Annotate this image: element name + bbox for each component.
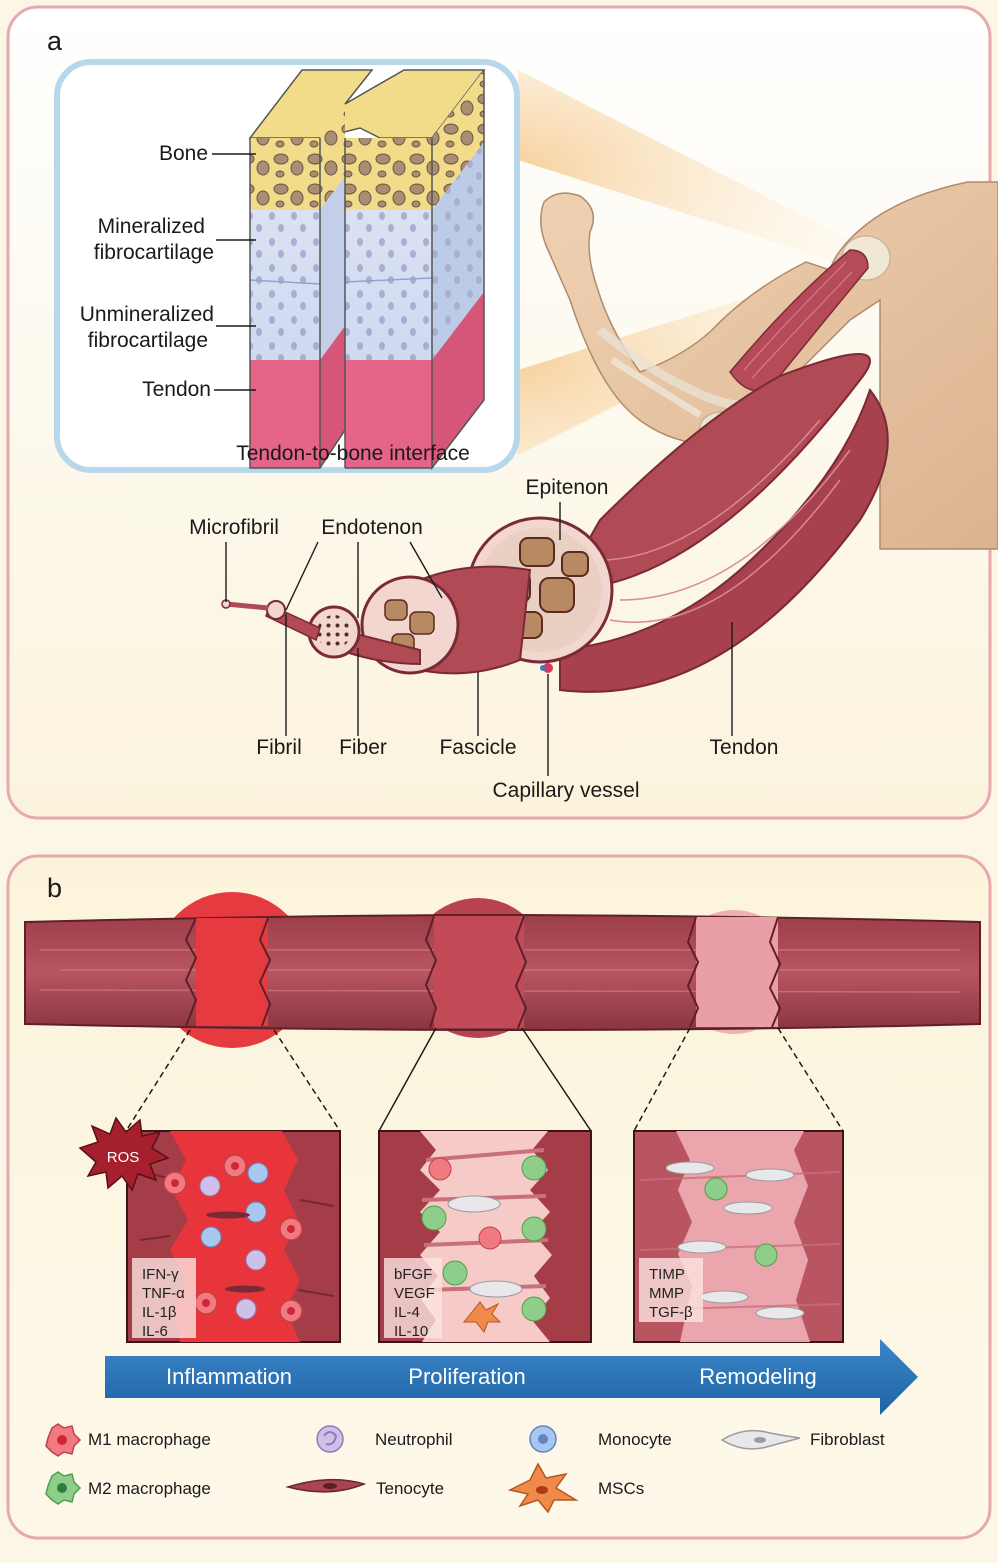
capillary-label: Capillary vessel <box>492 779 639 802</box>
ros-label: ROS <box>107 1149 140 1166</box>
factor-il6: IL-6 <box>142 1323 168 1340</box>
fibril-label: Fibril <box>256 736 302 759</box>
legend-mscs-label: MSCs <box>598 1479 644 1498</box>
legend-neutrophil-label: Neutrophil <box>375 1430 453 1449</box>
fiber-label: Fiber <box>339 736 387 759</box>
interface-block <box>250 70 484 468</box>
factor-tgfb: TGF-β <box>649 1304 693 1321</box>
layer-unmineralized-label-2: fibrocartilage <box>88 329 208 352</box>
factor-tnf: TNF-α <box>142 1285 185 1302</box>
legend-fibroblast-label: Fibroblast <box>810 1430 885 1449</box>
factor-bfgf: bFGF <box>394 1266 432 1283</box>
inset-caption: Tendon-to-bone interface <box>236 442 470 465</box>
microfibril-label: Microfibril <box>189 516 279 539</box>
panel-b-letter: b <box>47 873 62 903</box>
layer-tendon-label: Tendon <box>142 378 211 401</box>
tendon-label: Tendon <box>710 736 779 759</box>
layer-unmineralized-label-1: Unmineralized <box>80 303 214 326</box>
layer-mineralized-label-2: fibrocartilage <box>94 241 214 264</box>
stage-proliferation-label: Proliferation <box>408 1364 525 1389</box>
factor-vegf: VEGF <box>394 1285 435 1302</box>
monocyte-icon <box>530 1426 556 1452</box>
legend-m1-label: M1 macrophage <box>88 1430 211 1449</box>
fascicle-label: Fascicle <box>439 736 516 759</box>
stage-inflammation-label: Inflammation <box>166 1364 292 1389</box>
factor-mmp: MMP <box>649 1285 684 1302</box>
endotenon-label: Endotenon <box>321 516 423 539</box>
legend-tenocyte-label: Tenocyte <box>376 1479 444 1498</box>
tendon-rod <box>25 915 980 1030</box>
legend-monocyte-label: Monocyte <box>598 1430 672 1449</box>
factor-il10: IL-10 <box>394 1323 428 1340</box>
legend-m2-label: M2 macrophage <box>88 1479 211 1498</box>
epitenon-label: Epitenon <box>526 476 609 499</box>
stage-remodeling-label: Remodeling <box>699 1364 816 1389</box>
neutrophil-icon <box>317 1426 343 1452</box>
factor-ifn: IFN-γ <box>142 1266 179 1283</box>
layer-bone-label: Bone <box>159 142 208 165</box>
factor-il1b: IL-1β <box>142 1304 177 1321</box>
factor-il4: IL-4 <box>394 1304 420 1321</box>
layer-mineralized-label-1: Mineralized <box>98 215 205 238</box>
panel-a-letter: a <box>47 26 63 56</box>
factor-timp: TIMP <box>649 1266 685 1283</box>
